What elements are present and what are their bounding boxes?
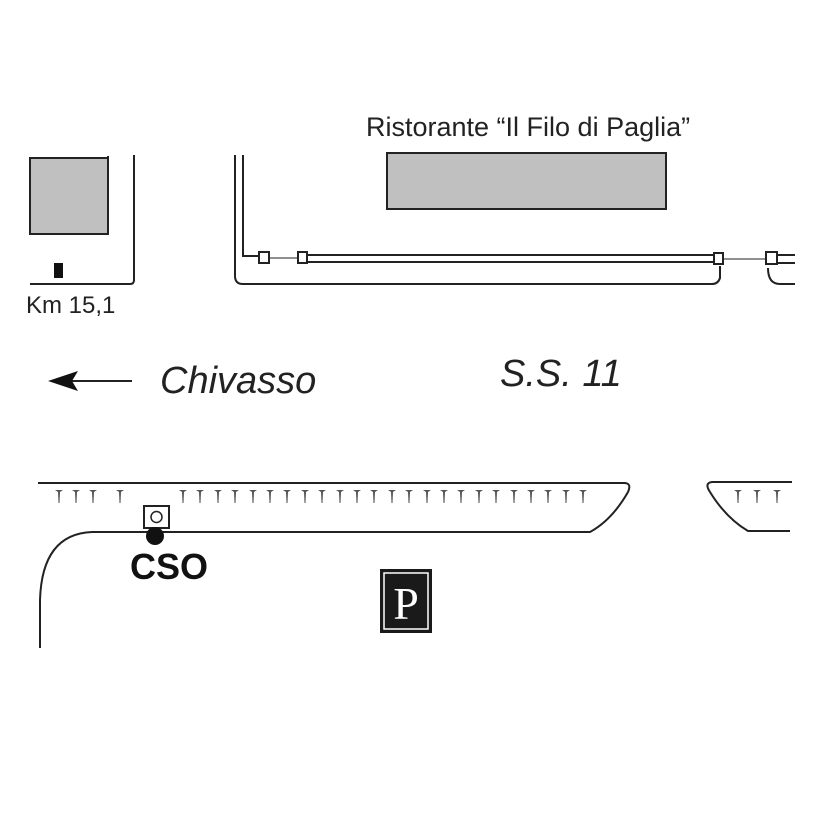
barrier-tick xyxy=(405,490,413,503)
barrier-tick xyxy=(579,490,587,503)
barrier-tick xyxy=(249,490,257,503)
barrier-tick xyxy=(231,490,239,503)
station-label: CSO xyxy=(130,546,208,587)
barrier-tick xyxy=(440,490,448,503)
barrier-tick xyxy=(510,490,518,503)
station-marker-icon xyxy=(143,505,170,545)
barrier-tick xyxy=(388,490,396,503)
upper-road-edge xyxy=(234,155,795,285)
left-building-group xyxy=(29,155,135,285)
barrier-tick xyxy=(544,490,552,503)
barrier-tick xyxy=(475,490,483,503)
barrier-tick xyxy=(353,490,361,503)
left-building-enclosure xyxy=(29,155,135,285)
barrier-tick xyxy=(734,490,742,503)
barrier-ticks-right xyxy=(734,490,781,503)
barrier-tick xyxy=(370,490,378,503)
barrier-tick xyxy=(214,490,222,503)
barrier-tick xyxy=(179,490,187,503)
barrier-tick xyxy=(283,490,291,503)
barrier-tick xyxy=(423,490,431,503)
barrier-ticks xyxy=(55,490,587,503)
barrier-tick xyxy=(562,490,570,503)
barrier-tick xyxy=(116,490,124,503)
barrier-tick xyxy=(492,490,500,503)
barrier-tick xyxy=(773,490,781,503)
barrier-tick xyxy=(457,490,465,503)
barrier-tick xyxy=(753,490,761,503)
direction-label: Chivasso xyxy=(160,360,316,402)
barrier-tick xyxy=(196,490,204,503)
road-label: S.S. 11 xyxy=(500,353,622,395)
lower-road-edge xyxy=(38,481,792,648)
arrow-left-icon xyxy=(48,371,132,391)
barrier-tick xyxy=(301,490,309,503)
barrier-tick xyxy=(55,490,63,503)
barrier-tick xyxy=(527,490,535,503)
parking-symbol: P xyxy=(393,578,419,629)
restaurant-label: Ristorante “Il Filo di Paglia” xyxy=(366,112,690,142)
km-marker-label: Km 15,1 xyxy=(26,292,115,319)
restaurant-group: Ristorante “Il Filo di Paglia” xyxy=(366,112,690,210)
barrier-tick xyxy=(266,490,274,503)
guardrail-posts xyxy=(258,251,778,265)
restaurant-building xyxy=(386,152,667,210)
barrier-tick xyxy=(72,490,80,503)
kilometer-marker-icon xyxy=(54,263,63,278)
left-building xyxy=(29,157,109,235)
barrier-tick xyxy=(336,490,344,503)
barrier-tick xyxy=(318,490,326,503)
parking-icon: P xyxy=(380,569,432,633)
barrier-tick xyxy=(89,490,97,503)
